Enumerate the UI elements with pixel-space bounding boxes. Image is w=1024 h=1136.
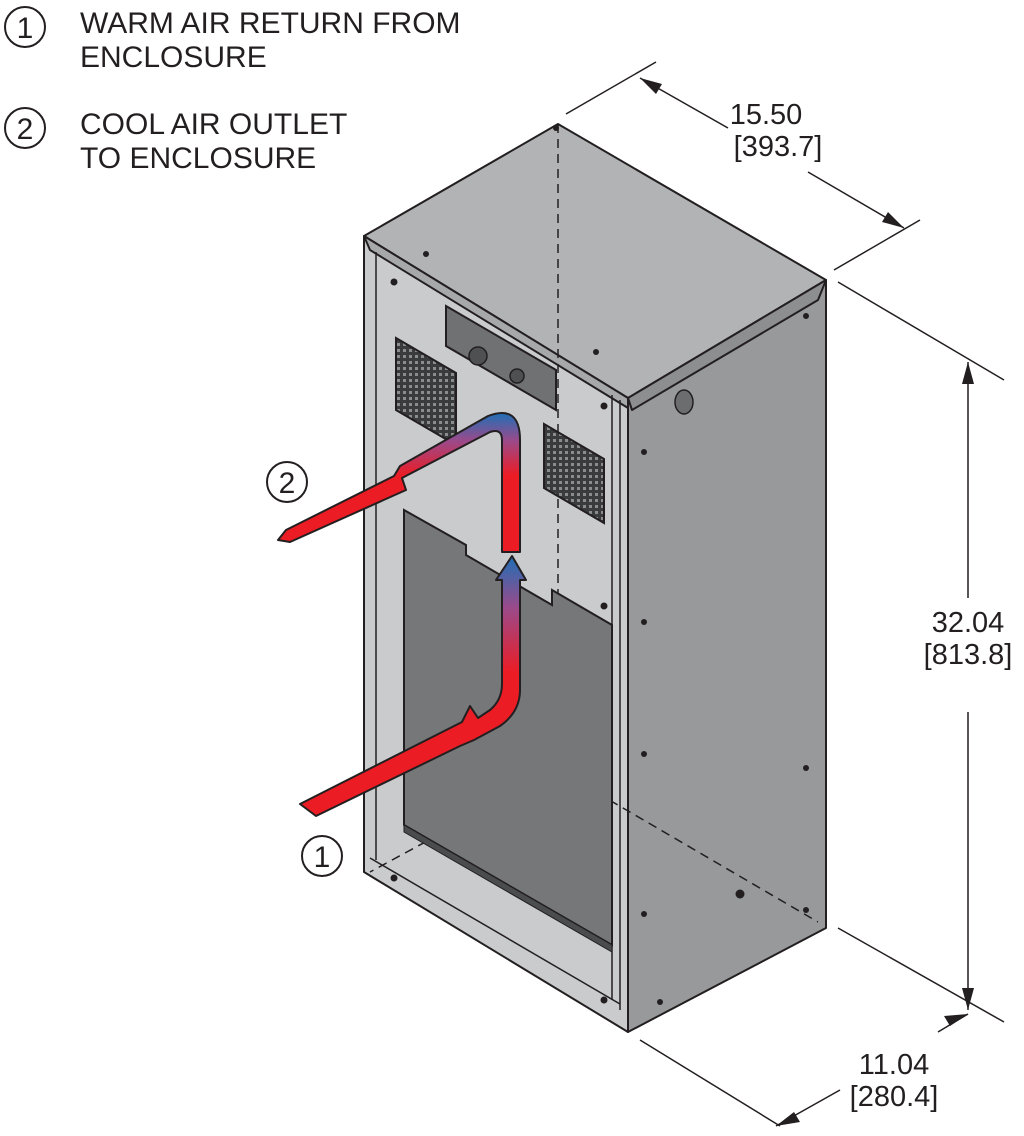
circled-number-icon [4, 107, 46, 149]
top-lip [363, 235, 629, 409]
lock-icon [468, 346, 488, 366]
depth-inches: 11.04 [859, 1049, 929, 1081]
dimension-width: 15.50 [393.7] [730, 99, 823, 163]
callout-number: 2 [279, 467, 296, 500]
legend-item-2: 2 COOL AIR OUTLET TO ENCLOSURE [4, 107, 347, 175]
legend-number: 2 [17, 113, 34, 146]
control-plate [445, 304, 557, 412]
side-lip [627, 279, 827, 411]
fastener-holes [390, 125, 809, 1005]
dimension-arrowheads [640, 78, 974, 1126]
height-inches: 32.04 [932, 607, 1005, 639]
width-inches: 15.50 [730, 99, 803, 131]
height-mm: [813.8] [924, 639, 1013, 671]
dimension-height: 32.04 [813.8] [924, 607, 1013, 671]
side-port-icon [674, 389, 694, 415]
legend-item-1: 1 WARM AIR RETURN FROM ENCLOSURE [4, 6, 461, 74]
dimension-lines [565, 61, 1005, 1127]
grille-icon [543, 422, 605, 525]
callout-number: 1 [314, 841, 331, 874]
dimension-depth: 11.04 [280.4] [850, 1049, 939, 1113]
callout-warm-air: 1 [301, 835, 343, 877]
legend-text-line1: WARM AIR RETURN FROM [80, 7, 461, 40]
lower-panel-lip [403, 824, 613, 953]
cool-air-outlet-arrow [277, 412, 521, 553]
legend-text-line1: COOL AIR OUTLET [80, 108, 347, 141]
width-mm: [393.7] [734, 131, 823, 163]
circled-number-icon [301, 835, 343, 877]
indicator-light-icon [509, 368, 525, 384]
callout-cool-air: 2 [266, 461, 308, 503]
legend-number: 1 [17, 12, 34, 45]
legend-text-line2: ENCLOSURE [80, 41, 267, 74]
legend-text-line2: TO ENCLOSURE [80, 142, 316, 175]
circled-number-icon [4, 6, 46, 48]
warm-air-return-arrow [299, 555, 527, 817]
depth-mm: [280.4] [850, 1081, 939, 1113]
circled-number-icon [266, 461, 308, 503]
